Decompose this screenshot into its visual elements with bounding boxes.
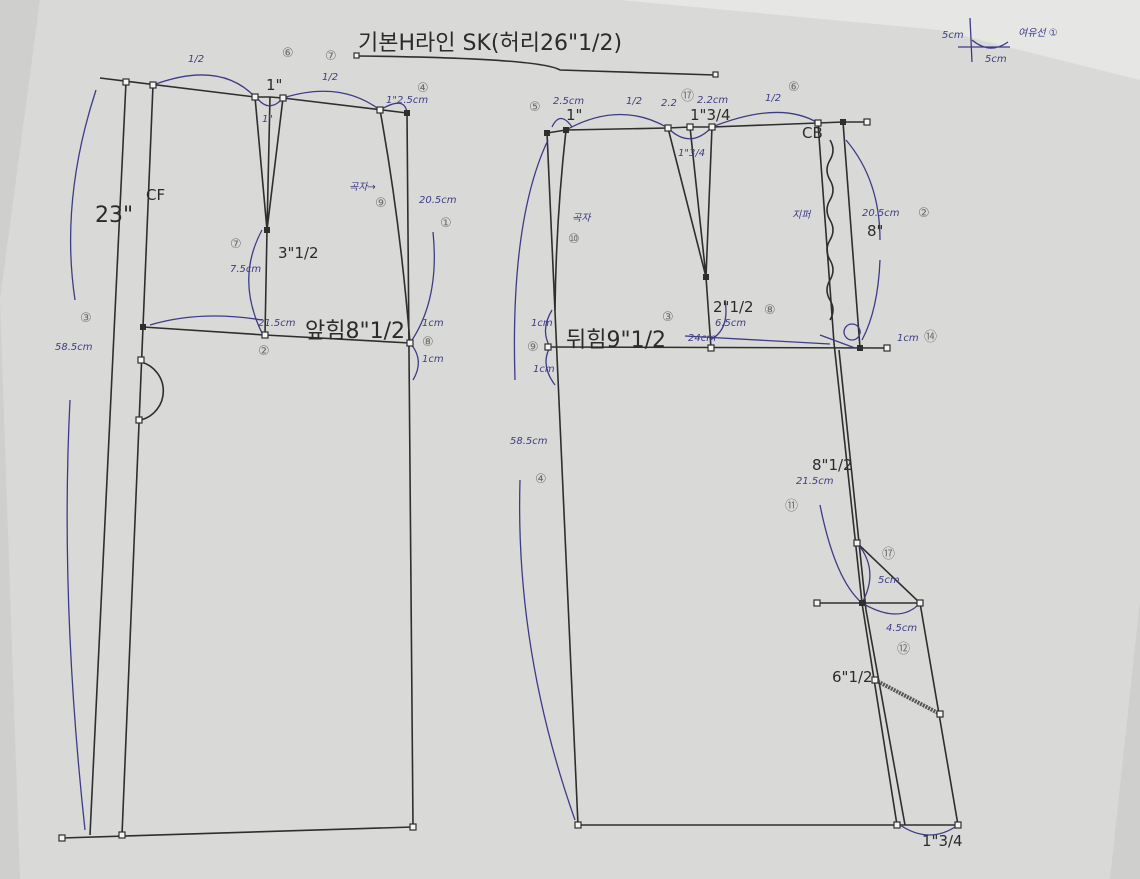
back-mark3: ③ <box>662 310 674 325</box>
slit-stitch <box>874 678 941 716</box>
back-cb: CB <box>802 124 823 142</box>
front-mark9: ⑨ <box>375 196 387 211</box>
legend-label: 여유선 ① <box>1018 27 1058 39</box>
back-dart: 1"3/4 <box>690 106 731 124</box>
back-dart-cm: 6.5cm <box>715 318 746 329</box>
front-mark1: ① <box>440 216 452 231</box>
back-mark17: ⑰ <box>681 89 694 104</box>
front-hip: 앞힘8"1/2 <box>305 319 405 344</box>
back-half1: 1/2 <box>626 96 642 107</box>
front-cf: CF <box>146 186 165 204</box>
back-d22: 2.2 <box>661 98 677 109</box>
front-mark7: ⑦ <box>230 237 242 252</box>
front-half2: 1/2 <box>322 72 338 83</box>
front-dart-side: 1" <box>262 114 273 125</box>
back-hem: 1"3/4 <box>922 832 963 850</box>
back-mark8: ⑧ <box>764 303 776 318</box>
front-half1: 1/2 <box>188 54 204 65</box>
back-mark2: ② <box>918 206 930 221</box>
back-mark14: ⑭ <box>924 330 937 345</box>
back-gokja: 곡자 <box>572 212 592 224</box>
back-slit-cm: 21.5cm <box>796 476 834 487</box>
front-dart-top: 1" <box>266 76 282 94</box>
front-mark6: ⑥ <box>282 46 294 61</box>
back-panel <box>513 111 962 836</box>
back-mark5: ⑤ <box>529 100 541 115</box>
back-mark6: ⑥ <box>788 80 800 95</box>
back-mark12: ⑫ <box>897 642 910 657</box>
back-dart2: 1"3/4 <box>678 148 705 159</box>
back-mark4: ④ <box>535 472 547 487</box>
front-mark7top: ⑦ <box>325 49 337 64</box>
front-mark4: ④ <box>417 81 429 96</box>
front-gokja: 곡자→ <box>349 181 376 193</box>
ease-line-legend: 5cm 5cm 여유선 ① <box>942 17 1058 65</box>
front-total: 58.5cm <box>55 342 93 353</box>
back-zipper: 지퍼 <box>792 209 812 221</box>
front-labels: 1/2 1" ⑥ ⑦ 1/2 ④ 1"2.5cm 1" CF 23" 곡자→ ⑨… <box>55 46 457 365</box>
legend-vertical-label: 5cm <box>942 30 964 41</box>
back-cm1c: 1cm <box>897 333 919 344</box>
back-hip-cm: 24cm <box>688 333 716 344</box>
back-dart-len: 2"1/2 <box>713 298 754 316</box>
title-underline <box>356 55 716 76</box>
title: 기본H라인 SK(허리26"1/2) <box>358 31 622 56</box>
back-cm45: 4.5cm <box>886 623 917 634</box>
front-hip-cm: 21.5cm <box>258 318 296 329</box>
back-labels: ⑤ 2.5cm 1" 1/2 2.2 ⑰ 2.2cm 1"3/4 1/2 ⑥ 1… <box>510 80 963 850</box>
back-hip: 뒤힘9"1/2 <box>566 328 666 353</box>
zipper-line <box>826 139 834 321</box>
back-half2: 1/2 <box>765 93 781 104</box>
back-side-len: 20.5cm <box>862 208 900 219</box>
back-eight: 8" <box>867 222 883 240</box>
front-panel <box>58 74 435 842</box>
front-mark8: ⑧ <box>422 335 434 350</box>
back-mark10: ⑩ <box>568 232 580 247</box>
front-cm1a: 1cm <box>422 318 444 329</box>
front-mark3: ③ <box>80 311 92 326</box>
back-cm5: 5cm <box>878 575 900 586</box>
front-mark2: ② <box>258 344 270 359</box>
front-dart-len: 3"1/2 <box>278 244 319 262</box>
back-mark17b: ⑰ <box>882 547 895 562</box>
back-w1: 1" <box>566 106 582 124</box>
legend-horizontal-label: 5cm <box>985 54 1007 65</box>
front-dart-cm: 7.5cm <box>230 264 261 275</box>
paper-highlight <box>620 0 1140 80</box>
front-side-len: 20.5cm <box>419 195 457 206</box>
back-cm1b: 1cm <box>533 364 555 375</box>
back-slit-len: 6"1/2 <box>832 668 873 686</box>
back-slit-in: 8"1/2 <box>812 456 853 474</box>
back-cm1a: 1cm <box>531 318 553 329</box>
front-side-dart: 1"2.5cm <box>386 95 428 106</box>
back-d22cm: 2.2cm <box>697 95 728 106</box>
back-total: 58.5cm <box>510 436 548 447</box>
back-mark11: ⑪ <box>785 499 798 514</box>
front-length: 23" <box>95 203 133 228</box>
front-cm1b: 1cm <box>422 354 444 365</box>
back-w25: 2.5cm <box>553 96 584 107</box>
back-mark9: ⑨ <box>527 340 539 355</box>
